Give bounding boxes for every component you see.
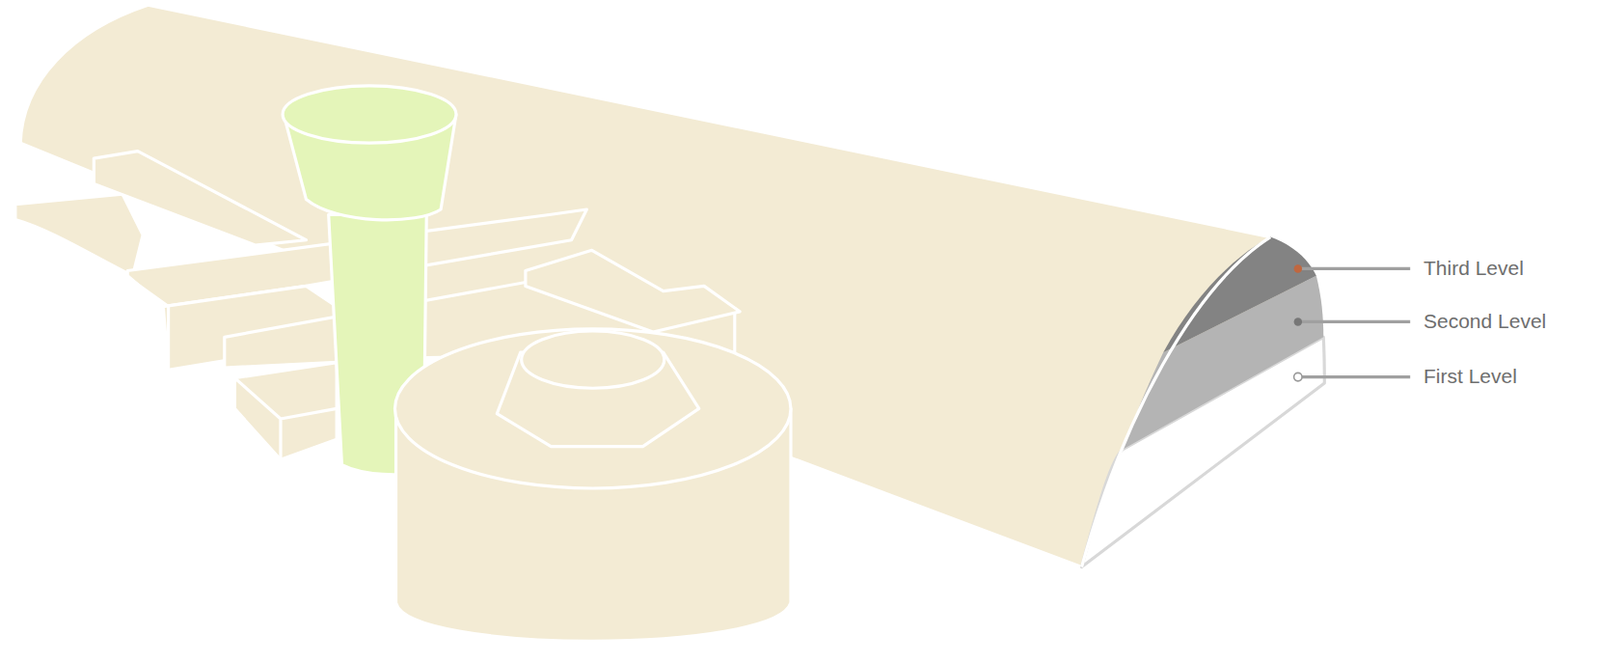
control-tower-top [282, 85, 457, 143]
roof-end-outline [1082, 237, 1272, 568]
leader-line [1298, 320, 1411, 324]
leader-line [1298, 267, 1411, 271]
third-level-band [1163, 237, 1317, 353]
terminal-detail [133, 280, 338, 460]
leader-dot [1294, 317, 1302, 326]
leader-lines [1298, 268, 1411, 377]
level-label: Second Level [1423, 309, 1546, 333]
octagon-cap [521, 330, 665, 388]
terminal-roof [20, 4, 1325, 567]
terminal-wing [15, 193, 143, 276]
leader-dot [1294, 264, 1302, 272]
leader-line [1298, 375, 1411, 379]
level-label: First Level [1423, 364, 1518, 388]
leader-dot [1294, 372, 1302, 380]
terminal-wing [93, 151, 306, 245]
terminal-block [525, 249, 740, 332]
level-label: Third Level [1423, 256, 1524, 280]
round-building-top [394, 328, 791, 489]
